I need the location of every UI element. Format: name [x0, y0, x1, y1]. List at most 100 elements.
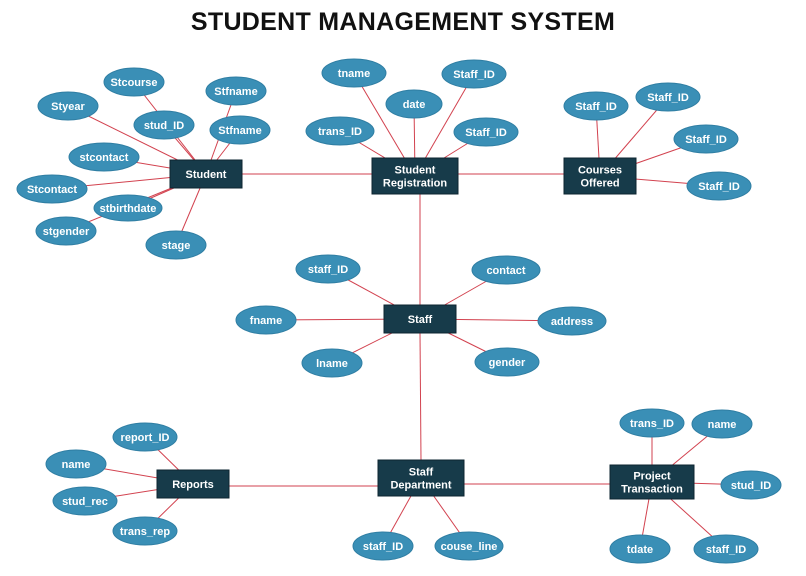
attribute-label: stcontact: [80, 152, 129, 164]
entity-label-courses: Offered: [580, 178, 619, 190]
attribute-ellipse: [720, 470, 782, 500]
attribute-ellipse: [295, 254, 361, 284]
attribute-label: date: [403, 99, 426, 111]
attribute-a20: staff_ID: [295, 254, 361, 284]
attribute-label: tname: [338, 68, 370, 80]
attribute-label: Stcourse: [110, 77, 157, 89]
attribute-label: staff_ID: [363, 541, 403, 553]
attribute-a3: stud_ID: [133, 110, 195, 140]
entity-label-courses: Courses: [578, 165, 622, 177]
attribute-ellipse: [35, 216, 97, 246]
attribute-a28: stud_rec: [52, 486, 118, 516]
attribute-a9: stgender: [35, 216, 97, 246]
attribute-label: Staff_ID: [698, 181, 740, 193]
attribute-label: fname: [250, 315, 282, 327]
entity-label-registration: Student: [395, 165, 436, 177]
attribute-label: contact: [486, 265, 525, 277]
entity-reports: Reports: [156, 469, 230, 499]
attribute-a13: date: [385, 89, 443, 119]
attribute-a36: staff_ID: [693, 534, 759, 564]
attribute-a1: Styear: [37, 91, 99, 121]
attribute-a2: Stcourse: [103, 67, 165, 97]
attribute-a30: staff_ID: [352, 531, 414, 561]
attribute-a16: Staff_ID: [563, 91, 629, 121]
attribute-label: stgender: [43, 226, 90, 238]
attribute-a21: contact: [471, 255, 541, 285]
attribute-ellipse: [93, 194, 163, 222]
attribute-label: name: [62, 459, 91, 471]
entity-box-project: [609, 464, 695, 500]
attribute-a35: tdate: [609, 534, 671, 564]
attribute-a4: Stfname: [205, 76, 267, 106]
attribute-ellipse: [609, 534, 671, 564]
attribute-a25: gender: [474, 347, 540, 377]
attribute-a7: Stcontact: [16, 174, 88, 204]
attribute-a27: name: [45, 449, 107, 479]
attribute-a31: couse_line: [434, 531, 504, 561]
attribute-label: Staff_ID: [647, 92, 689, 104]
attribute-a8: stbirthdate: [93, 194, 163, 222]
entity-label-project: Project: [633, 471, 671, 483]
attribute-label: stud_ID: [731, 480, 771, 492]
attribute-label: stud_ID: [144, 120, 184, 132]
relationship-line-staff-department: [419, 332, 422, 461]
attribute-ellipse: [305, 116, 375, 146]
attribute-ellipse: [205, 76, 267, 106]
attribute-a29: trans_rep: [112, 516, 178, 546]
attribute-ellipse: [103, 67, 165, 97]
entity-label-registration: Registration: [383, 178, 447, 190]
attribute-ellipse: [45, 449, 107, 479]
attribute-ellipse: [537, 306, 607, 336]
attribute-ellipse: [673, 124, 739, 154]
attribute-ellipse: [209, 115, 271, 145]
entity-staff: Staff: [383, 304, 457, 334]
attribute-ellipse: [37, 91, 99, 121]
entity-box-courses: [563, 157, 637, 195]
attribute-label: Stcontact: [27, 184, 77, 196]
attribute-ellipse: [52, 486, 118, 516]
attribute-a12: Staff_ID: [441, 59, 507, 89]
attribute-a26: report_ID: [112, 422, 178, 452]
attribute-a15: Staff_ID: [453, 117, 519, 147]
attribute-label: trans_ID: [630, 418, 674, 430]
attribute-label: report_ID: [121, 432, 170, 444]
attribute-label: lname: [316, 358, 348, 370]
attribute-a14: trans_ID: [305, 116, 375, 146]
attribute-label: stbirthdate: [100, 203, 157, 215]
attribute-label: stud_rec: [62, 496, 108, 508]
attribute-label: gender: [489, 357, 526, 369]
attribute-ellipse: [471, 255, 541, 285]
entity-box-reports: [156, 469, 230, 499]
attribute-label: couse_line: [441, 541, 498, 553]
attribute-ellipse: [434, 531, 504, 561]
attribute-a34: stud_ID: [720, 470, 782, 500]
attribute-label: trans_ID: [318, 126, 362, 138]
attribute-ellipse: [635, 82, 701, 112]
entity-box-department: [377, 459, 465, 497]
entity-box-registration: [371, 157, 459, 195]
attribute-a24: lname: [301, 348, 363, 378]
attribute-ellipse: [145, 230, 207, 260]
attribute-a5: Stfname: [209, 115, 271, 145]
entity-student: Student: [169, 159, 243, 189]
attribute-ellipse: [619, 408, 685, 438]
attribute-a23: address: [537, 306, 607, 336]
attribute-a32: trans_ID: [619, 408, 685, 438]
attribute-label: Staff_ID: [575, 101, 617, 113]
attribute-a10: stage: [145, 230, 207, 260]
attribute-ellipse: [112, 422, 178, 452]
attribute-ellipse: [321, 58, 387, 88]
diagram-title: STUDENT MANAGEMENT SYSTEM: [190, 8, 616, 36]
entity-label-department: Staff: [409, 467, 434, 479]
attribute-label: trans_rep: [120, 526, 170, 538]
attribute-ellipse: [563, 91, 629, 121]
attribute-a17: Staff_ID: [635, 82, 701, 112]
attribute-ellipse: [16, 174, 88, 204]
attribute-ellipse: [693, 534, 759, 564]
entity-box-student: [169, 159, 243, 189]
attribute-label: Styear: [51, 101, 85, 113]
attribute-label: Stfname: [214, 86, 257, 98]
